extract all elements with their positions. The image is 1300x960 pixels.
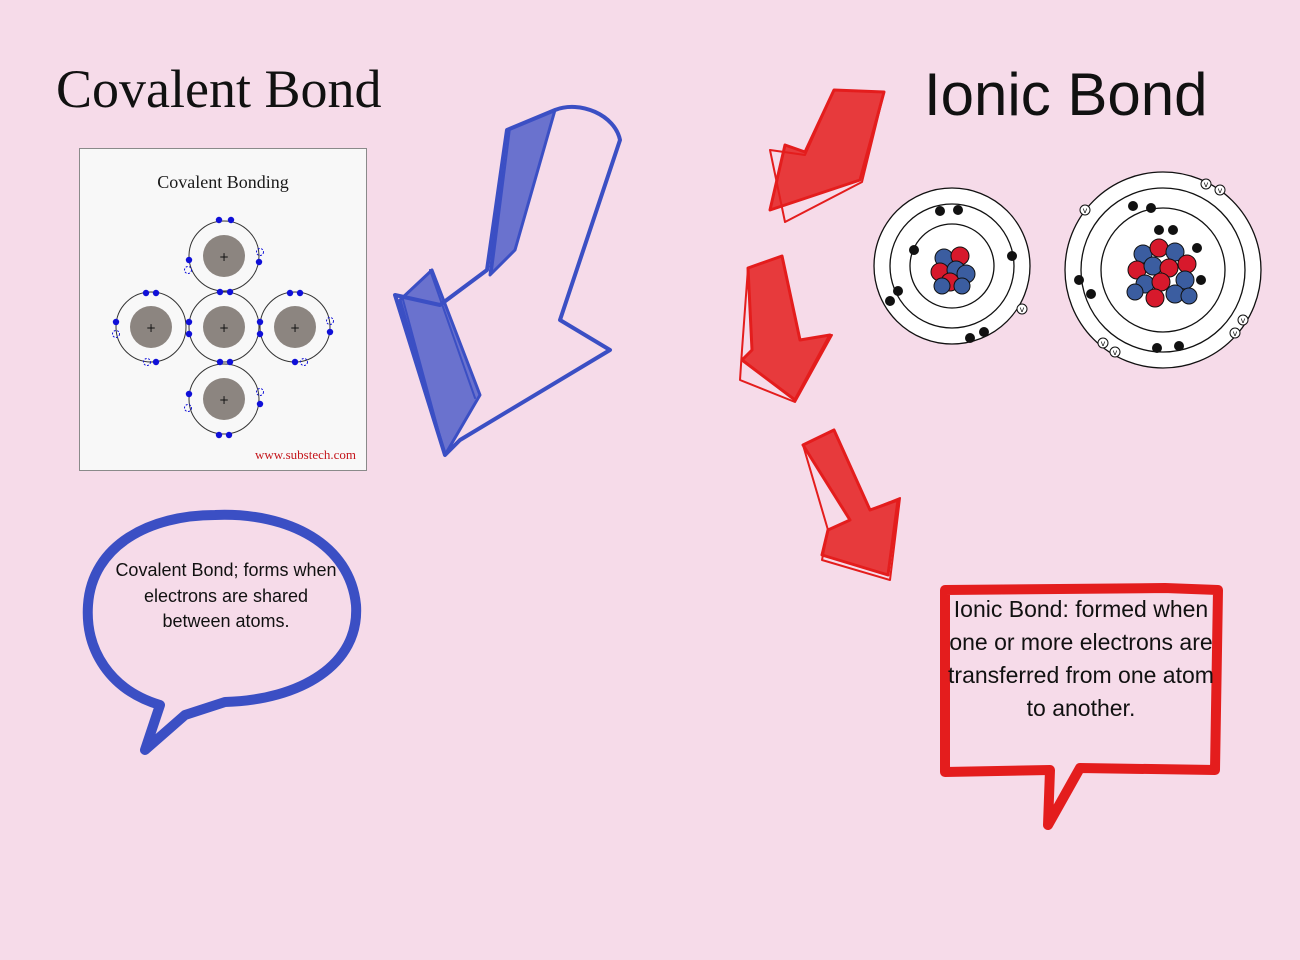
valence-electron: v — [1097, 337, 1109, 349]
valence-electron: v — [1237, 314, 1249, 326]
svg-text:v: v — [1204, 180, 1209, 189]
valence-electron: v — [1016, 303, 1028, 315]
nucleus-sign: + — [219, 393, 229, 407]
atom-icon: v — [873, 187, 1031, 345]
covalent-bonding-diagram: Covalent Bonding + + + + + — [79, 148, 367, 471]
diagram-title: Covalent Bonding — [157, 172, 289, 192]
ionic-bubble-text: Ionic Bond: formed when one or more elec… — [948, 596, 1214, 721]
valence-electron: v — [1214, 184, 1226, 196]
ionic-bond-title: Ionic Bond — [924, 61, 1208, 128]
speech-bubble-icon — [940, 583, 1223, 830]
svg-text:v: v — [1101, 339, 1106, 348]
nucleus-sign: + — [290, 321, 300, 335]
nucleus-sign: + — [146, 321, 156, 335]
atom-icon: v v v v v v v — [1064, 171, 1262, 369]
valence-electron: v — [1229, 327, 1241, 339]
svg-text:v: v — [1083, 206, 1088, 215]
valence-electron: v — [1200, 178, 1212, 190]
valence-electron: v — [1079, 204, 1091, 216]
covalent-atoms-drawing: + + + + + — [112, 216, 334, 439]
hand-drawn-blue-arrow-icon — [393, 104, 622, 457]
nucleus-sign: + — [219, 321, 229, 335]
valence-electron: v — [1109, 346, 1121, 358]
hand-drawn-red-arrow-icon — [801, 428, 901, 581]
svg-text:v: v — [1241, 316, 1246, 325]
svg-text:v: v — [1218, 186, 1223, 195]
svg-text:v: v — [1113, 348, 1118, 357]
covalent-bubble-text: Covalent Bond; forms when electrons are … — [115, 560, 337, 631]
covalent-bond-title: Covalent Bond — [56, 59, 382, 119]
source-credit: www.substech.com — [255, 447, 356, 462]
svg-text:v: v — [1020, 305, 1025, 314]
speech-bubble-icon — [82, 509, 362, 755]
svg-text:v: v — [1233, 329, 1238, 338]
nucleus-sign: + — [219, 250, 229, 264]
hand-drawn-red-arrow-icon — [739, 254, 833, 403]
hand-drawn-red-arrow-icon — [768, 88, 886, 223]
